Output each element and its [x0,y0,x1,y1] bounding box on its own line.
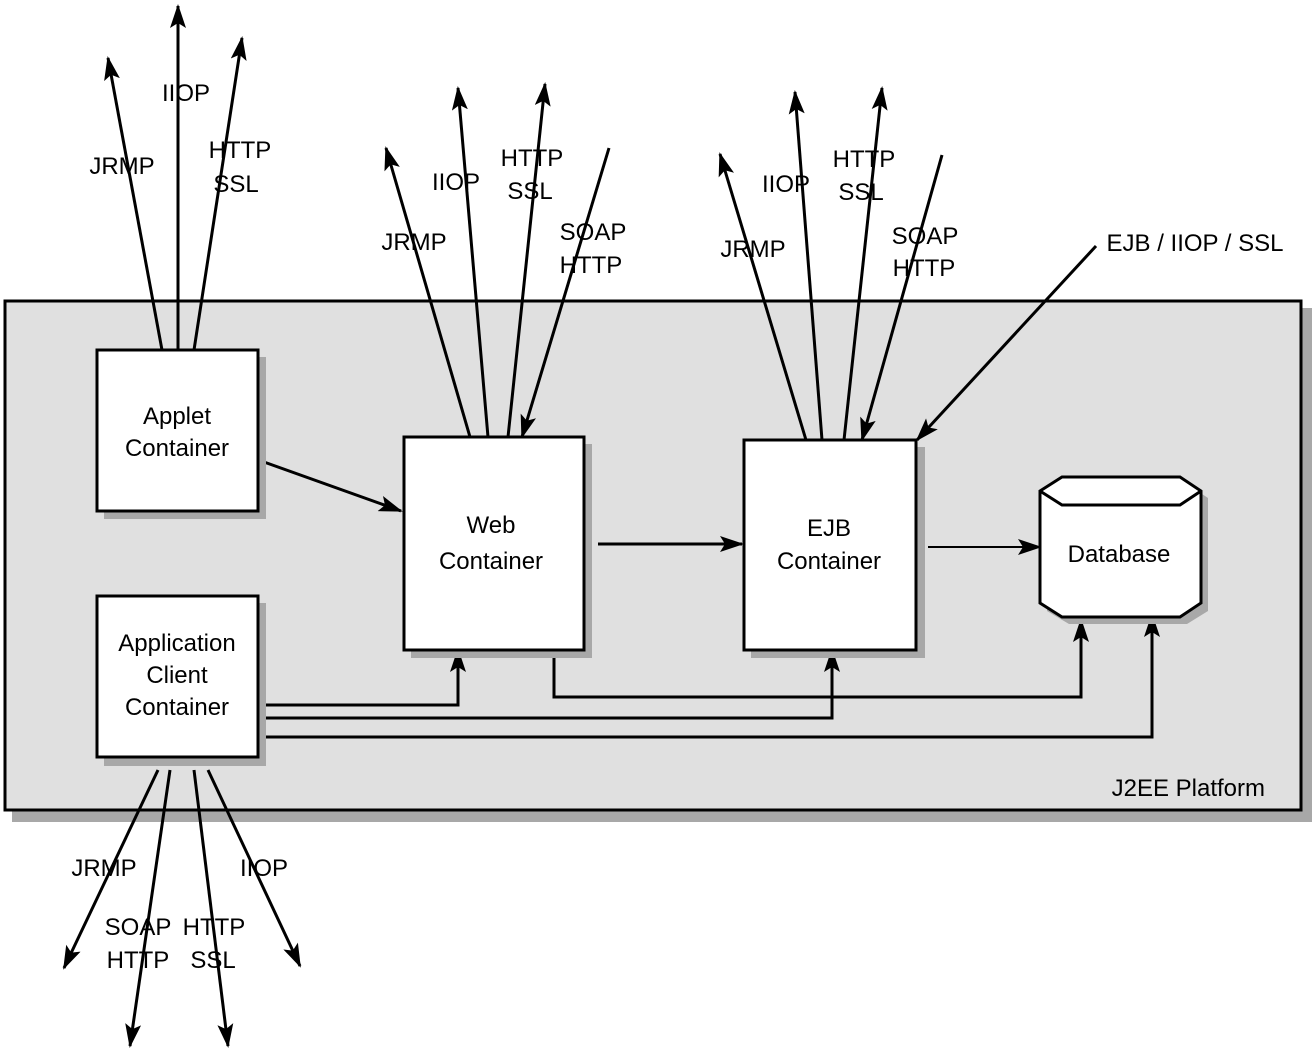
web-container-title-1: Web [467,512,516,539]
applet-protocol-arrows [104,4,247,351]
appclient-soap-label: SOAP [105,914,172,941]
ejb-soap-label: SOAP [892,223,959,250]
appclient-soap-arrow [125,769,172,1048]
appclient-container-title-3: Container [125,694,229,721]
ejb-jrmp-arrow [718,152,808,441]
appclient-to-web-connector [264,648,466,707]
ejb-iiop-arrow [788,90,824,441]
ejb-http-arrow [842,86,888,441]
appclient-http-arrow [192,769,234,1048]
web-iiop-arrow [451,86,490,438]
appclient-soap-http-label: HTTP [107,947,170,974]
appclient-container-box [95,594,260,759]
applet-container: Applet Container [95,348,266,519]
ejb-container-title-1: EJB [807,515,851,542]
web-container: Web Container [402,435,592,658]
applet-http-label: HTTP [209,137,272,164]
database-cylinder [1038,475,1203,619]
ejb-container-title-2: Container [777,548,881,575]
appclient-to-database-connector [264,613,1160,739]
ejb-jrmp-label: JRMP [720,236,785,263]
application-client-container: Application Client Container [95,594,266,766]
appclient-iiop-arrow [206,769,302,968]
applet-ssl-label: SSL [213,171,258,198]
web-ssl-label: SSL [507,178,552,205]
applet-http-arrow [192,36,247,351]
ejb-container: EJB Container [742,438,925,658]
web-http-arrow [506,82,551,438]
appclient-container-title-1: Application [118,630,235,657]
database-label: Database [1068,541,1171,568]
ejb-http-label: HTTP [833,146,896,173]
web-http-label: HTTP [501,145,564,172]
appclient-to-ejb-connector [264,648,840,720]
ejb-protocol-arrows [718,86,1098,442]
web-iiop-label: IIOP [432,169,480,196]
web-soap-http-label: HTTP [560,252,623,279]
database-top-rim [1039,489,1202,507]
applet-container-box [95,348,260,513]
ejb-soap-http-label: HTTP [893,255,956,282]
ejb-incoming-label: EJB / IIOP / SSL [1107,230,1284,257]
appclient-iiop-label: IIOP [240,855,288,882]
appclient-protocol-arrows [62,769,302,1048]
appclient-http-label: HTTP [183,914,246,941]
web-jrmp-label: JRMP [381,229,446,256]
web-container-box [402,435,586,652]
applet-iiop-label: IIOP [162,80,210,107]
web-soap-arrow [520,147,611,439]
web-jrmp-arrow [384,146,472,438]
appclient-jrmp-label: JRMP [71,855,136,882]
applet-container-title-2: Container [125,435,229,462]
applet-jrmp-label: JRMP [89,153,154,180]
ejb-soap-arrow [860,154,944,442]
web-soap-label: SOAP [560,219,627,246]
appclient-jrmp-arrow [62,769,160,970]
ejb-ssl-label: SSL [838,179,883,206]
ejb-container-box [742,438,918,652]
appclient-container-title-2: Client [146,662,208,689]
ejb-iiop-label: IIOP [762,171,810,198]
web-protocol-arrows [384,82,611,439]
ejb-incoming-arrow [915,244,1098,442]
web-to-database-connector [552,618,1089,699]
internal-connectors [263,460,1160,739]
database: Database [1038,475,1208,624]
applet-container-title-1: Applet [143,403,211,430]
platform-label: J2EE Platform [1112,775,1265,802]
applet-to-web-arrow [263,460,403,513]
appclient-ssl-label: SSL [190,947,235,974]
web-container-title-2: Container [439,548,543,575]
applet-jrmp-arrow [104,56,164,351]
